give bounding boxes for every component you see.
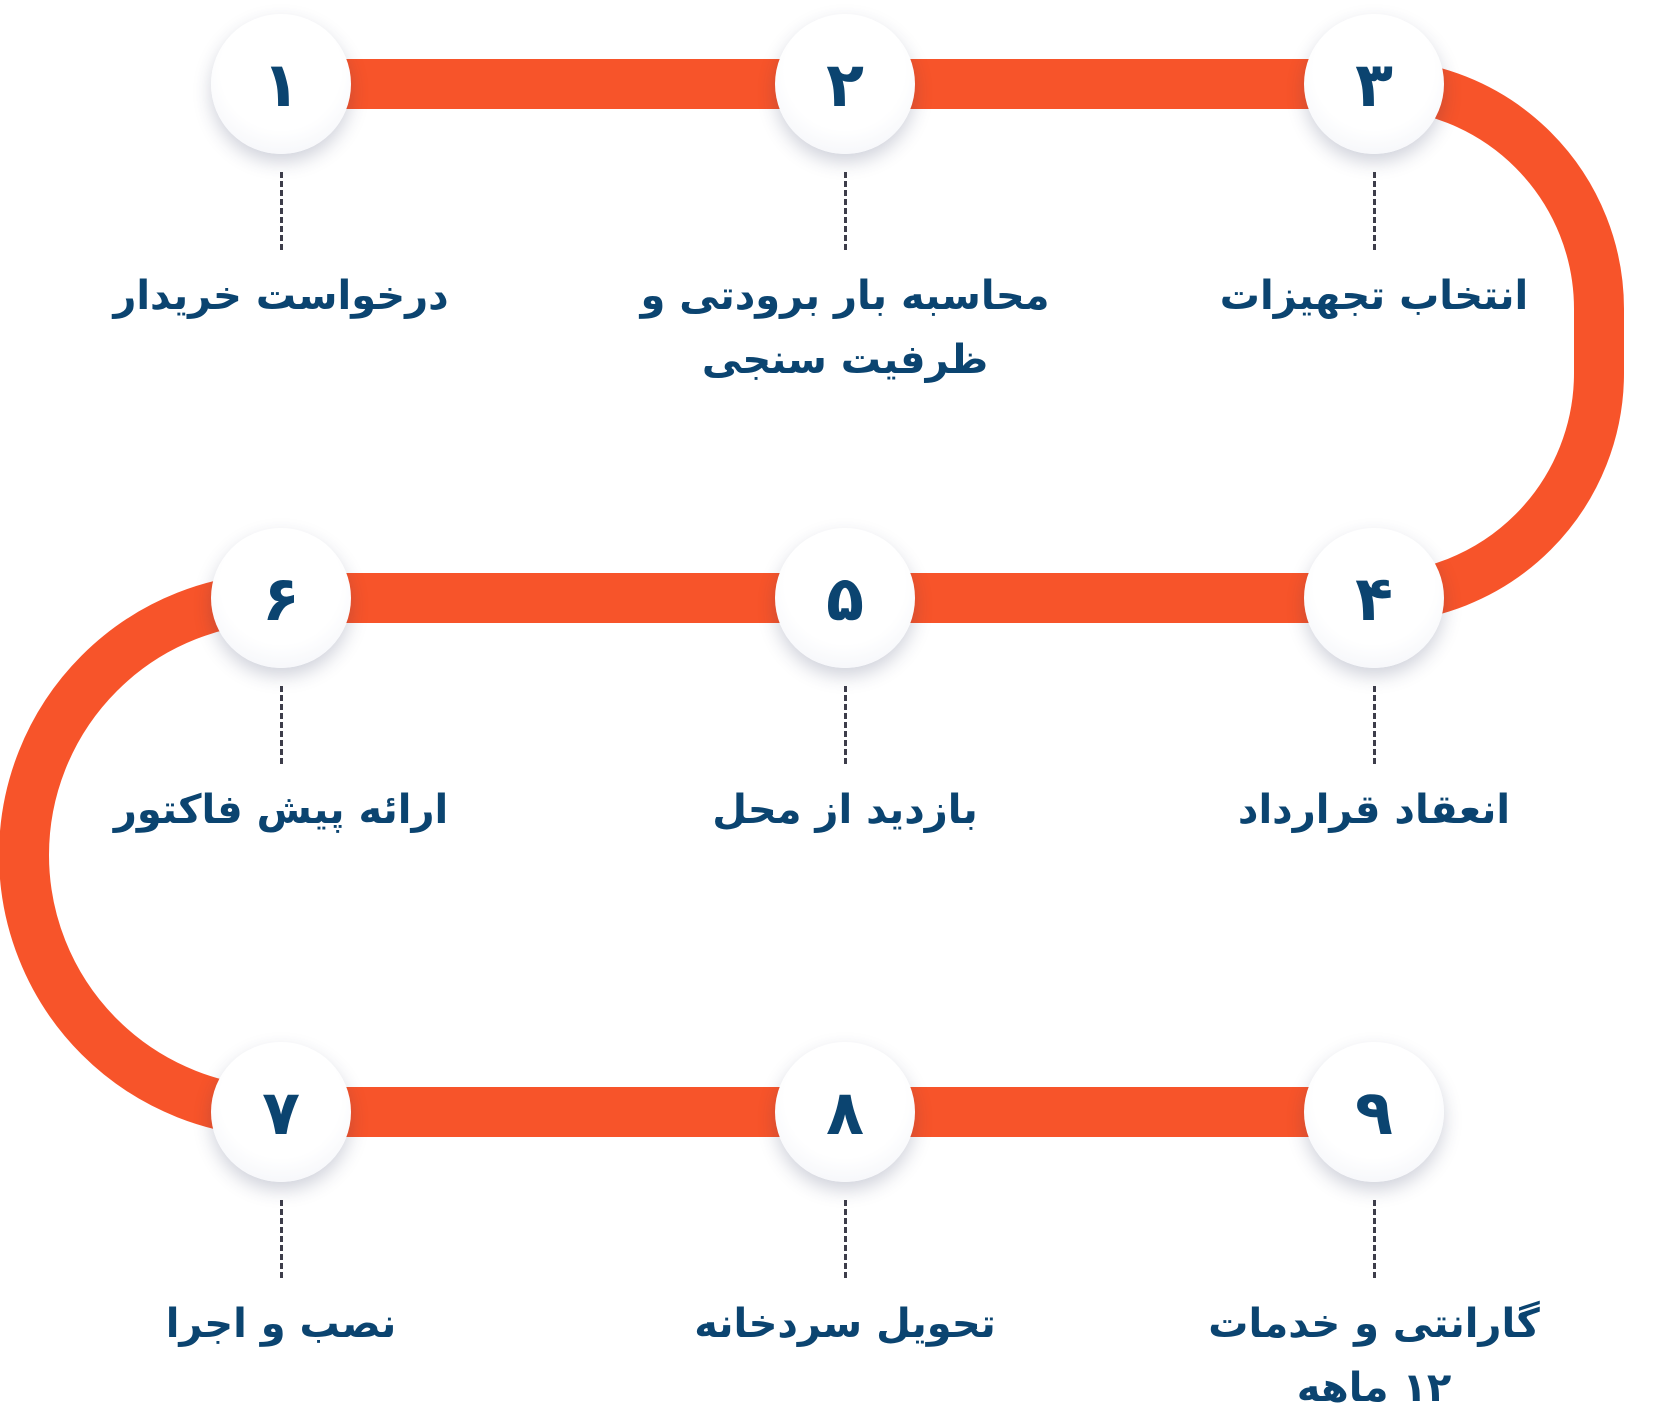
step-number: ۳ — [1304, 14, 1444, 154]
step-label: بازدید از محل — [712, 787, 978, 833]
step-number: ۵ — [775, 528, 915, 668]
dashed-connector — [844, 686, 847, 764]
step-number: ۷ — [211, 1042, 351, 1182]
dashed-connector — [1373, 172, 1376, 250]
dashed-connector — [844, 1200, 847, 1278]
step-label: محاسبه بار برودتی و ظرفیت سنجی — [640, 273, 1050, 383]
dashed-connector — [280, 172, 283, 250]
step-number: ۲ — [775, 14, 915, 154]
step-label: ارائه پیش فاکتور — [113, 787, 449, 833]
dashed-connector — [844, 172, 847, 250]
step-number: ۸ — [775, 1042, 915, 1182]
step-number: ۴ — [1304, 528, 1444, 668]
step-number: ۹ — [1304, 1042, 1444, 1182]
step-number: ۶ — [211, 528, 351, 668]
step-label: انعقاد قرارداد — [1237, 787, 1511, 833]
step-number: ۱ — [211, 14, 351, 154]
step-label: گارانتی و خدمات ۱۲ ماهه — [1208, 1301, 1540, 1411]
dashed-connector — [280, 686, 283, 764]
step-label: درخواست خریدار — [113, 273, 449, 319]
dashed-connector — [1373, 1200, 1376, 1278]
step-label: انتخاب تجهیزات — [1219, 273, 1529, 319]
dashed-connector — [1373, 686, 1376, 764]
step-label: نصب و اجرا — [165, 1301, 397, 1347]
step-label: تحویل سردخانه — [694, 1301, 996, 1347]
dashed-connector — [280, 1200, 283, 1278]
